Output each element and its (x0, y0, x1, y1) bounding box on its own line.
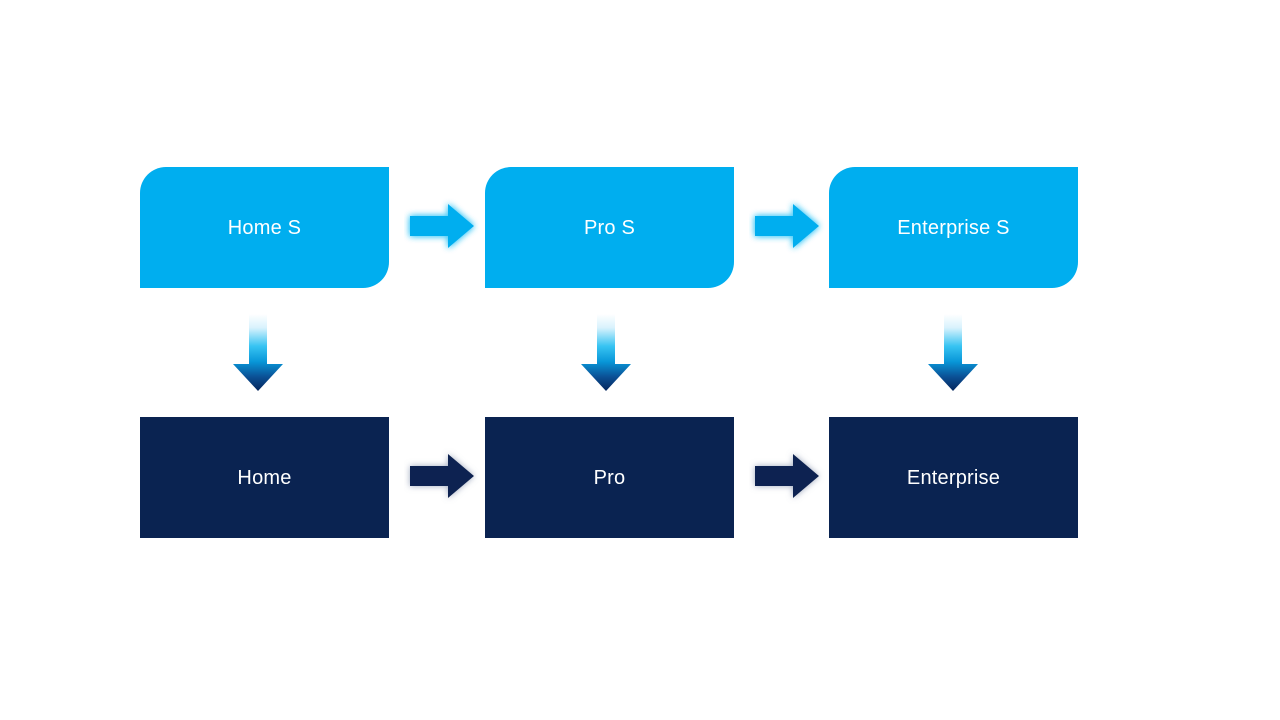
down-arrow-icon (581, 314, 631, 391)
connector-pro-s-to-enterprise-s (749, 198, 825, 254)
tier-node-label: Enterprise (906, 466, 1001, 489)
connector-home-s-to-home (230, 312, 286, 394)
tier-node-enterprise-s[interactable]: Enterprise S (829, 167, 1078, 288)
connector-home-s-to-pro-s (404, 198, 480, 254)
connector-pro-s-to-pro (578, 312, 634, 394)
tier-node-label: Home (237, 466, 292, 489)
tier-node-label: Home S (227, 216, 302, 239)
down-arrow-icon (233, 314, 283, 391)
tier-node-label: Pro S (583, 216, 636, 239)
tier-node-label: Pro (593, 466, 626, 489)
tier-node-pro-s[interactable]: Pro S (485, 167, 734, 288)
right-arrow-icon (410, 204, 474, 248)
connector-home-to-pro (404, 448, 480, 504)
right-arrow-icon (755, 454, 819, 498)
tier-node-label: Enterprise S (897, 216, 1010, 239)
down-arrow-icon (928, 314, 978, 391)
right-arrow-icon (410, 454, 474, 498)
tier-node-home-s[interactable]: Home S (140, 167, 389, 288)
tier-node-home[interactable]: Home (140, 417, 389, 538)
right-arrow-icon (755, 204, 819, 248)
tier-node-pro[interactable]: Pro (485, 417, 734, 538)
connector-enterprise-s-to-enterprise (925, 312, 981, 394)
connector-pro-to-enterprise (749, 448, 825, 504)
tier-node-enterprise[interactable]: Enterprise (829, 417, 1078, 538)
